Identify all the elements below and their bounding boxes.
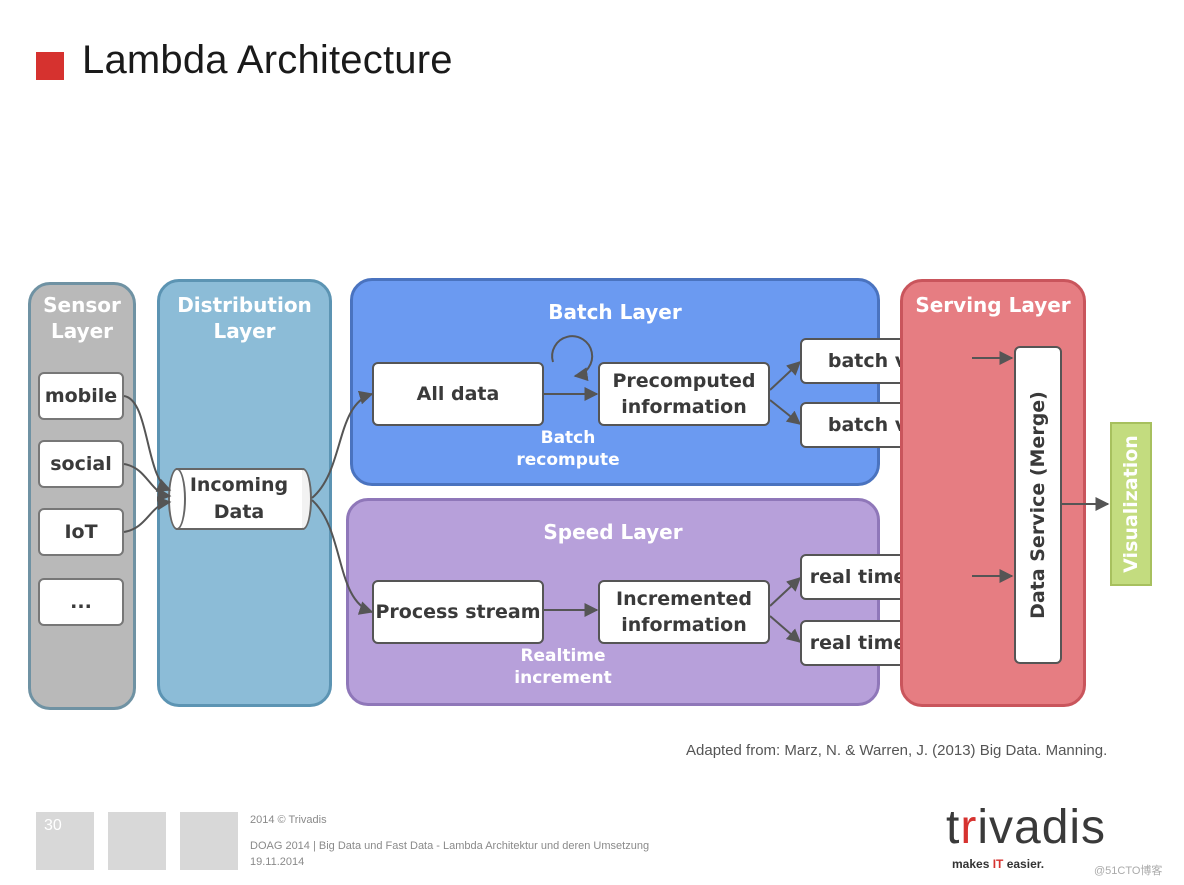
data-service-box: Data Service (Merge) (1014, 346, 1062, 664)
slide-title: Lambda Architecture (82, 38, 453, 82)
footer-square (108, 812, 166, 870)
all-data-box: All data (372, 362, 544, 426)
data-service-label: Data Service (Merge) (1027, 391, 1049, 619)
process-stream-box: Process stream (372, 580, 544, 644)
watermark: @51CTO博客 (1094, 865, 1163, 877)
precomputed-information-box: Precomputed information (598, 362, 770, 426)
realtime-increment-label: Realtime increment (514, 646, 612, 688)
sensor-item-mobile: mobile (38, 372, 124, 420)
incoming-data-label: Incoming Data (189, 474, 289, 523)
visualization-label: Visualization (1120, 435, 1142, 573)
serving-layer-title: Serving Layer (915, 293, 1071, 317)
footer-event-line: DOAG 2014 | Big Data und Fast Data - Lam… (250, 840, 650, 852)
sensor-layer-panel (28, 282, 136, 710)
distribution-layer-title: Distribution Layer (177, 293, 312, 343)
sensor-item-social: social (38, 440, 124, 488)
footer-copyright: 2014 © Trivadis (250, 814, 327, 826)
sensor-item-iot: IoT (38, 508, 124, 556)
page-number-square (36, 812, 94, 870)
citation-text: Adapted from: Marz, N. & Warren, J. (201… (686, 742, 1108, 759)
footer-date: 19.11.2014 (250, 856, 305, 868)
footer-square (180, 812, 238, 870)
batch-recompute-label: Batch recompute (516, 428, 620, 470)
logo-tagline: makes IT easier. (952, 857, 1045, 871)
trivadis-logo: trivadis (946, 801, 1107, 854)
title-accent-square (36, 52, 64, 80)
sensor-layer-title: Sensor Layer (43, 293, 121, 343)
batch-layer-title: Batch Layer (548, 300, 682, 324)
visualization-box: Visualization (1110, 422, 1152, 586)
incremented-information-box: Incremented information (598, 580, 770, 644)
sensor-item-more: ... (38, 578, 124, 626)
speed-layer-title: Speed Layer (543, 520, 683, 544)
incoming-data-cylinder: Incoming Data (176, 468, 302, 530)
cylinder-start (168, 468, 186, 530)
page-number: 30 (44, 817, 62, 834)
